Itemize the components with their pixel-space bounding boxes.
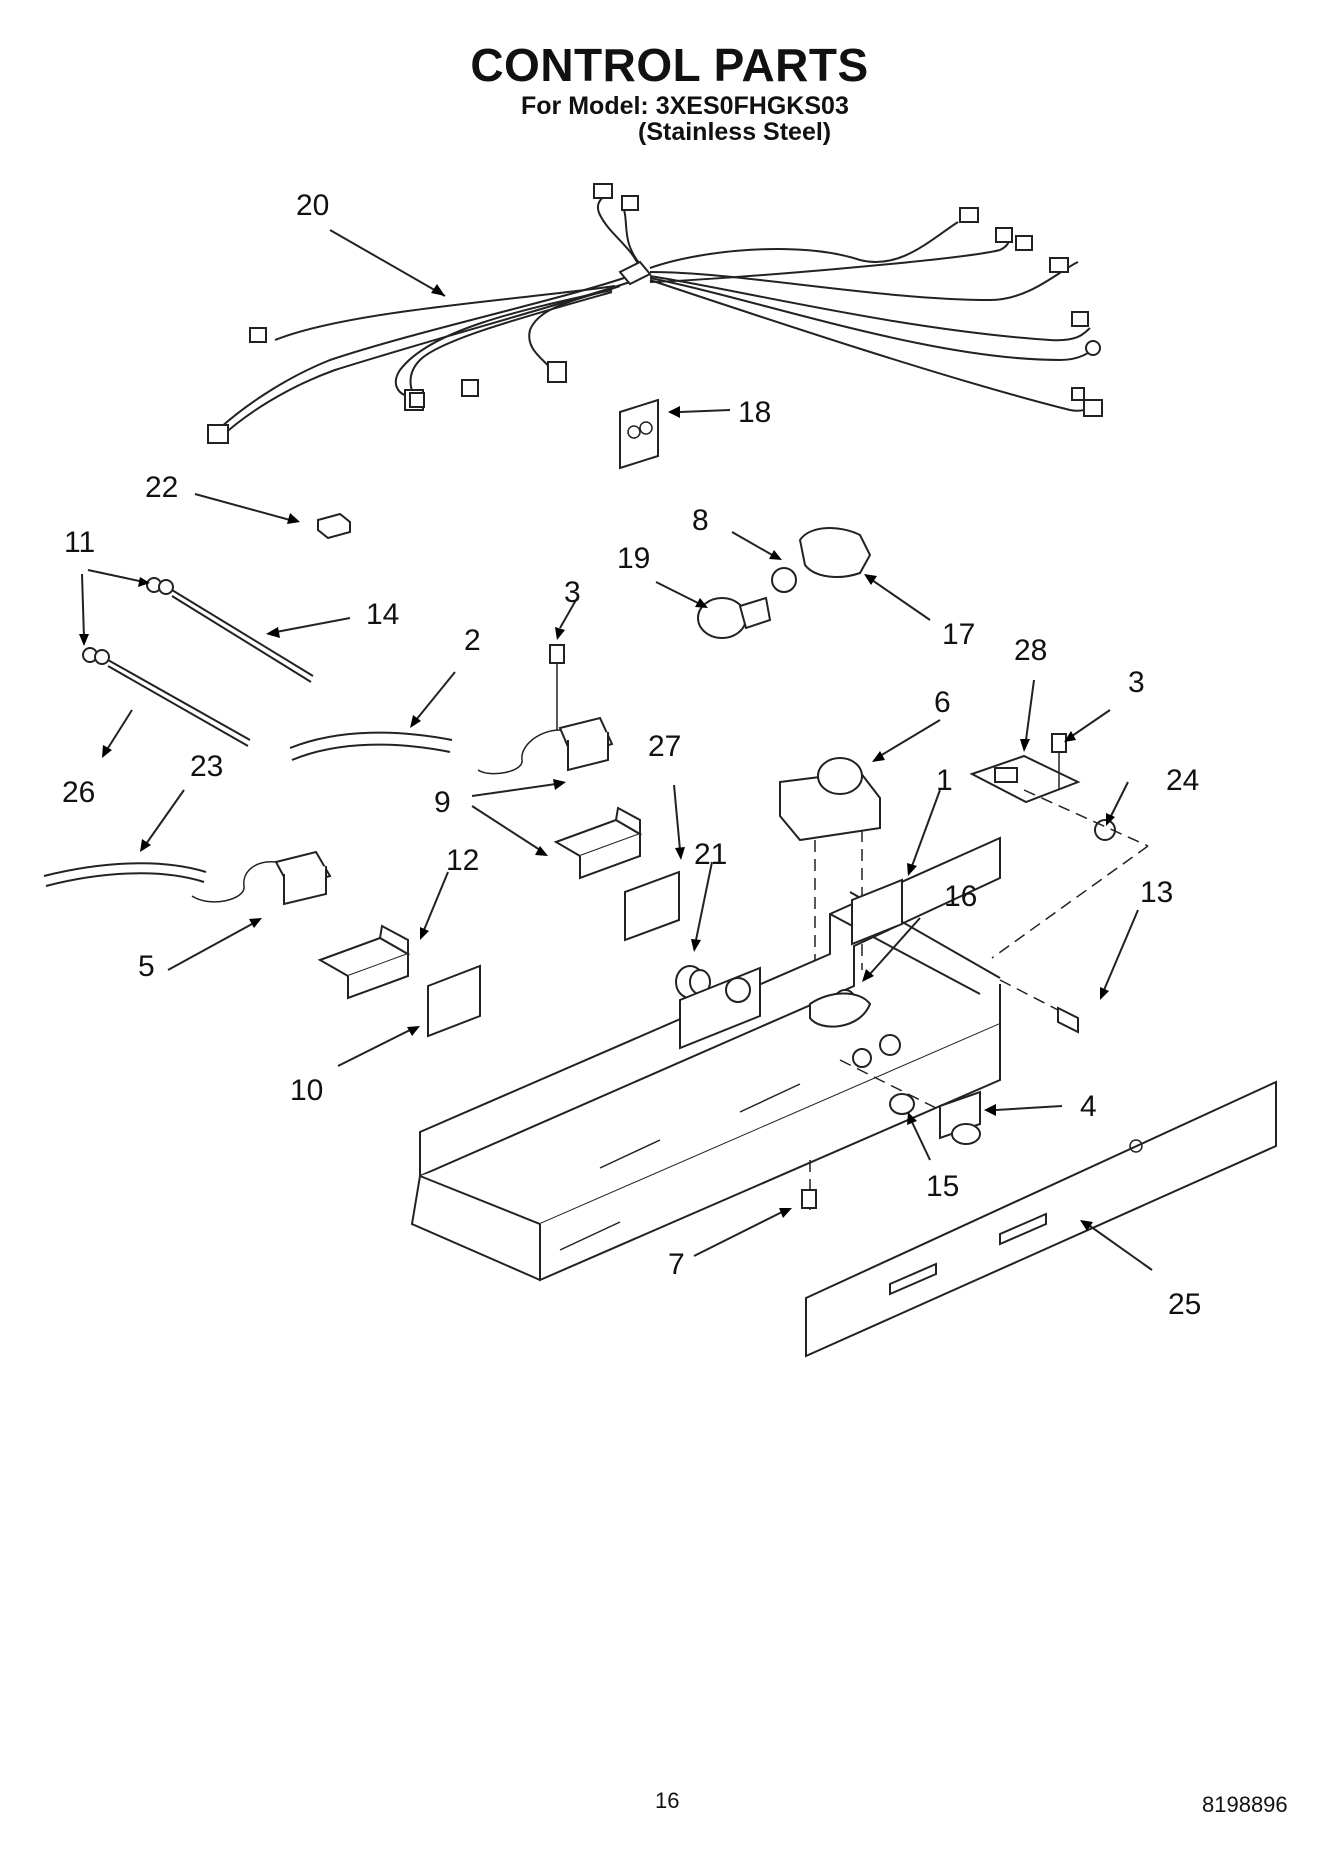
callout-20: 20: [296, 189, 329, 222]
clip-part-22: [317, 512, 351, 540]
switch-part-4: [939, 1090, 981, 1145]
callout-7: 7: [668, 1248, 685, 1281]
lamp-assembly: [697, 527, 872, 639]
board-part-28: [969, 733, 1149, 959]
callout-13: 13: [1140, 876, 1173, 909]
gasket-part-18: [619, 398, 659, 470]
callout-10: 10: [290, 1074, 323, 1107]
callout-23: 23: [190, 750, 223, 783]
bracket-part-12-upper: [553, 806, 643, 880]
callout-28: 28: [1014, 634, 1047, 667]
callout-6: 6: [934, 686, 951, 719]
callout-12: 12: [446, 844, 479, 877]
callout-21: 21: [694, 838, 727, 871]
screw-part-7: [801, 1189, 817, 1209]
label-part-27: [624, 870, 680, 942]
callout-27: 27: [648, 730, 681, 763]
callout-11: 11: [64, 526, 95, 559]
callout-5: 5: [138, 950, 155, 983]
material-line: (Stainless Steel): [638, 118, 832, 146]
callout-26: 26: [62, 776, 95, 809]
callout-15: 15: [926, 1170, 959, 1203]
callout-25: 25: [1168, 1288, 1201, 1321]
trim-part-25: [805, 1080, 1277, 1358]
callout-22: 22: [145, 471, 178, 504]
callout-24: 24: [1166, 764, 1199, 797]
callout-17: 17: [942, 618, 975, 651]
switch-part-5: [191, 850, 332, 906]
rods-and-grommets: [82, 577, 314, 747]
control-housing-part-1: [410, 836, 1001, 1282]
callout-labels: 20 18 22 11 14 8 19 17 3 2 28 3 6 26 23 …: [62, 189, 1201, 1321]
label-part-10: [427, 964, 481, 1038]
switch-part-9: [477, 644, 614, 775]
callout-9: 9: [434, 786, 451, 819]
callout-18: 18: [738, 396, 771, 429]
leader-arrows: [79, 229, 1153, 1271]
callout-3-right: 3: [1128, 666, 1145, 699]
callout-4: 4: [1080, 1090, 1097, 1123]
screw-part-13: [999, 979, 1079, 1034]
callout-16: 16: [944, 880, 977, 913]
tube-part-23: [43, 862, 207, 887]
callout-1: 1: [936, 764, 953, 797]
callout-3-left: 3: [564, 576, 581, 609]
callout-14: 14: [366, 598, 399, 631]
page-title: CONTROL PARTS: [470, 39, 869, 91]
bracket-part-12-lower: [317, 924, 411, 1000]
page-number: 16: [655, 1788, 680, 1813]
tube-part-2: [289, 731, 453, 761]
knob-part-15: [889, 1093, 915, 1115]
callout-19: 19: [617, 542, 650, 575]
model-line: For Model: 3XES0FHGKS03: [521, 92, 849, 120]
timer-part-6: [779, 757, 881, 970]
wire-harness-drawing: [207, 183, 1103, 444]
callout-2: 2: [464, 624, 481, 657]
document-number: 8198896: [1202, 1792, 1288, 1817]
callout-8: 8: [692, 504, 709, 537]
grommet-part-21: [675, 965, 711, 999]
